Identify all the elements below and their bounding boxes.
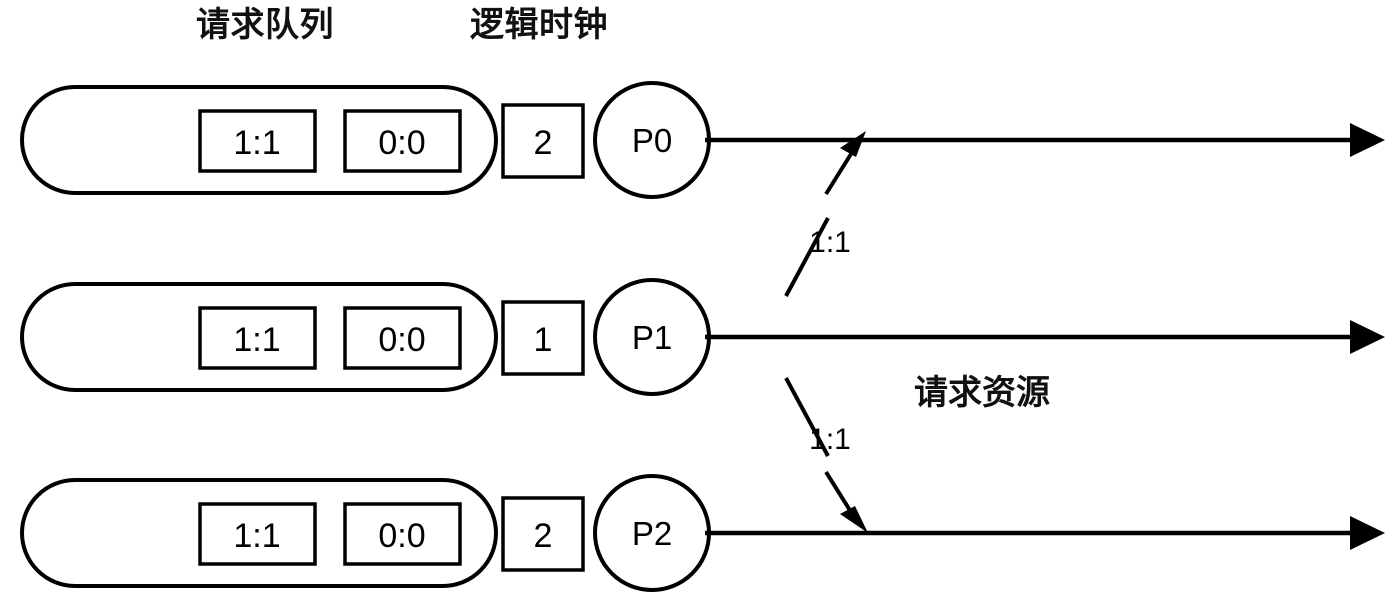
process-label-p0: P0 bbox=[632, 122, 672, 159]
process-row-p1: 1:1 0:0 1 P1 bbox=[20, 278, 1385, 396]
header-logical-clock: 逻辑时钟 bbox=[470, 6, 608, 44]
queue-cell-text: 1:1 bbox=[233, 124, 280, 162]
request-queue-capsule-p1 bbox=[20, 282, 498, 392]
process-label-p2: P2 bbox=[632, 515, 672, 552]
logical-clock-box-p0 bbox=[501, 103, 585, 179]
queue-cell bbox=[343, 502, 462, 566]
queue-cell bbox=[343, 306, 462, 370]
request-queue-capsule-p2 bbox=[20, 478, 498, 588]
queue-cell-text: 1:1 bbox=[233, 517, 280, 555]
process-row-p2: 1:1 0:0 2 P2 bbox=[20, 474, 1385, 592]
process-row-p0: 1:1 0:0 2 P0 bbox=[20, 81, 1385, 199]
queue-cell bbox=[343, 109, 462, 173]
logical-clock-value-p0: 2 bbox=[534, 124, 553, 162]
queue-cell-text: 0:0 bbox=[378, 517, 425, 555]
timeline-arrowhead-p0 bbox=[1350, 123, 1385, 157]
message-timestamp-label-lower: 1:1 bbox=[809, 423, 851, 456]
timeline-arrowhead-p2 bbox=[1350, 516, 1385, 550]
message-arrowhead-to-p2 bbox=[840, 506, 868, 533]
message-arrowhead-to-p0 bbox=[840, 131, 866, 157]
queue-cell bbox=[198, 502, 317, 566]
queue-cell-text: 1:1 bbox=[233, 321, 280, 359]
process-label-p1: P1 bbox=[632, 319, 672, 356]
request-queue-capsule-p0 bbox=[20, 85, 498, 195]
message-send-stub-lower bbox=[784, 377, 830, 457]
queue-cell-text: 0:0 bbox=[378, 321, 425, 359]
header-request-queue: 请求队列 bbox=[196, 6, 334, 44]
annotation-request-resource: 请求资源 bbox=[914, 374, 1050, 412]
logical-clock-value-p2: 2 bbox=[534, 517, 553, 555]
queue-cell bbox=[198, 306, 317, 370]
message-timestamp-label-upper: 1:1 bbox=[809, 226, 851, 259]
logical-clock-box-p2 bbox=[501, 496, 585, 572]
logical-clock-box-p1 bbox=[501, 300, 585, 376]
queue-cell bbox=[198, 109, 317, 173]
queue-cell-text: 0:0 bbox=[378, 124, 425, 162]
message-arrow-p1-to-p2: 1:1 bbox=[784, 377, 868, 533]
logical-clock-value-p1: 1 bbox=[534, 321, 553, 359]
timeline-arrowhead-p1 bbox=[1350, 320, 1385, 354]
message-arrow-p1-to-p0: 1:1 bbox=[784, 131, 866, 297]
message-send-stub-upper bbox=[784, 217, 830, 297]
